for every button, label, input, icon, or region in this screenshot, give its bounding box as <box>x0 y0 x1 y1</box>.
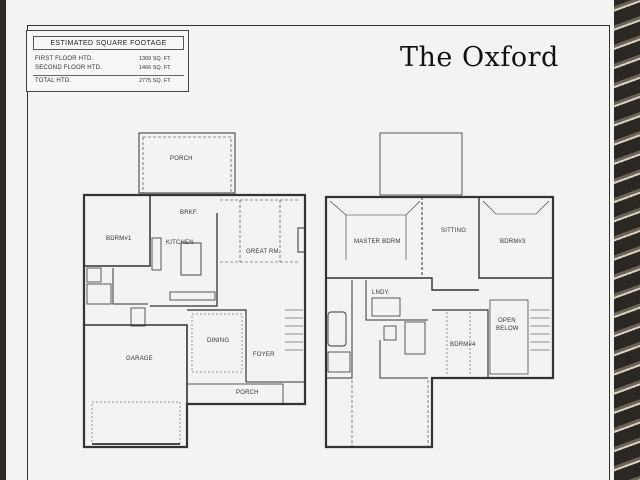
bedroom1-wall <box>84 195 151 267</box>
hall-bath-wall <box>379 340 428 379</box>
sqft-row-value: 1309 SQ. FT. <box>139 56 172 62</box>
fireplace <box>297 227 306 253</box>
first-floor-plan <box>82 132 307 449</box>
sqft-row-label: TOTAL HTD. <box>35 78 72 84</box>
kitchen-counter-left <box>151 237 162 271</box>
label-front-porch: PORCH <box>236 390 259 396</box>
second-floor-exterior-wall <box>324 195 555 449</box>
stairs <box>285 309 303 351</box>
bonus-area-detail <box>351 380 429 447</box>
bedroom3-tray <box>482 200 550 215</box>
label-foyer: FOYER <box>253 352 275 358</box>
label-rear-porch: PORCH <box>170 156 193 162</box>
label-bedroom1: BDRM#1 <box>106 236 132 242</box>
label-garage: GARAGE <box>126 356 153 362</box>
sqft-row-label: FIRST FLOOR HTD. <box>35 56 94 62</box>
background-fabric-right <box>614 0 640 480</box>
square-footage-table: ESTIMATED SQUARE FOOTAGE FIRST FLOOR HTD… <box>26 30 189 92</box>
rear-porch-inner <box>142 136 232 194</box>
label-dining: DINING <box>207 338 229 344</box>
hall-bath-tub <box>404 321 426 355</box>
bath-fixture <box>86 267 102 283</box>
label-kitchen: KITCHEN <box>166 240 194 246</box>
laundry-wall <box>365 280 428 321</box>
master-tub <box>327 311 347 347</box>
master-shower <box>327 351 351 373</box>
great-room-ceiling-detail <box>220 199 300 263</box>
closet <box>130 307 146 327</box>
sqft-total-rule <box>33 75 184 76</box>
sqft-row-label: SECOND FLOOR HTD. <box>35 65 103 71</box>
bath-tub <box>86 283 112 305</box>
plan-title: The Oxford <box>400 42 559 73</box>
label-laundry: LNDY. <box>372 290 390 296</box>
label-bedroom3: BDRM#3 <box>500 239 526 245</box>
label-open-below-line1: OPEN <box>498 318 516 324</box>
master-bath-wall <box>326 280 353 379</box>
roof-over-porch <box>379 132 463 196</box>
kitchen-island <box>180 242 202 276</box>
kitchen-counter-bottom <box>169 291 216 301</box>
bedroom3-wall <box>478 197 553 279</box>
label-sitting: SITTING <box>441 228 466 234</box>
label-bedroom4: BDRM#4 <box>450 342 476 348</box>
label-breakfast: BRKF. <box>180 210 198 216</box>
open-below-void <box>489 299 529 375</box>
front-porch <box>186 383 284 405</box>
laundry-machines <box>371 297 401 317</box>
square-footage-heading: ESTIMATED SQUARE FOOTAGE <box>33 36 184 50</box>
label-master-bedroom: MASTER BDRM <box>354 239 401 245</box>
rear-porch-outline <box>138 132 236 194</box>
background-edge-left <box>0 0 6 480</box>
kitchen-wall <box>150 213 218 307</box>
bedroom4-ceiling <box>446 312 471 376</box>
sqft-row-value: 1466 SQ. FT. <box>139 65 172 71</box>
garage-door-zone <box>91 401 181 445</box>
label-open-below-line2: BELOW <box>496 326 519 332</box>
hall-bath-fixture <box>383 325 397 341</box>
garage-wall <box>84 324 188 404</box>
sqft-row-value: 2775 SQ. FT. <box>139 78 172 84</box>
bedroom4-wall <box>432 309 489 378</box>
second-floor-cross-wall <box>326 277 479 291</box>
bath-wall <box>112 268 148 305</box>
first-floor-exterior-wall <box>82 193 307 449</box>
master-tray-ceiling <box>329 200 421 260</box>
dining-wall <box>187 309 247 382</box>
label-great-room: GREAT RM. <box>246 249 281 255</box>
second-floor-plan <box>324 132 555 449</box>
dining-ceiling <box>191 313 243 373</box>
sheet-border <box>27 25 610 480</box>
upper-stairs <box>530 309 550 351</box>
